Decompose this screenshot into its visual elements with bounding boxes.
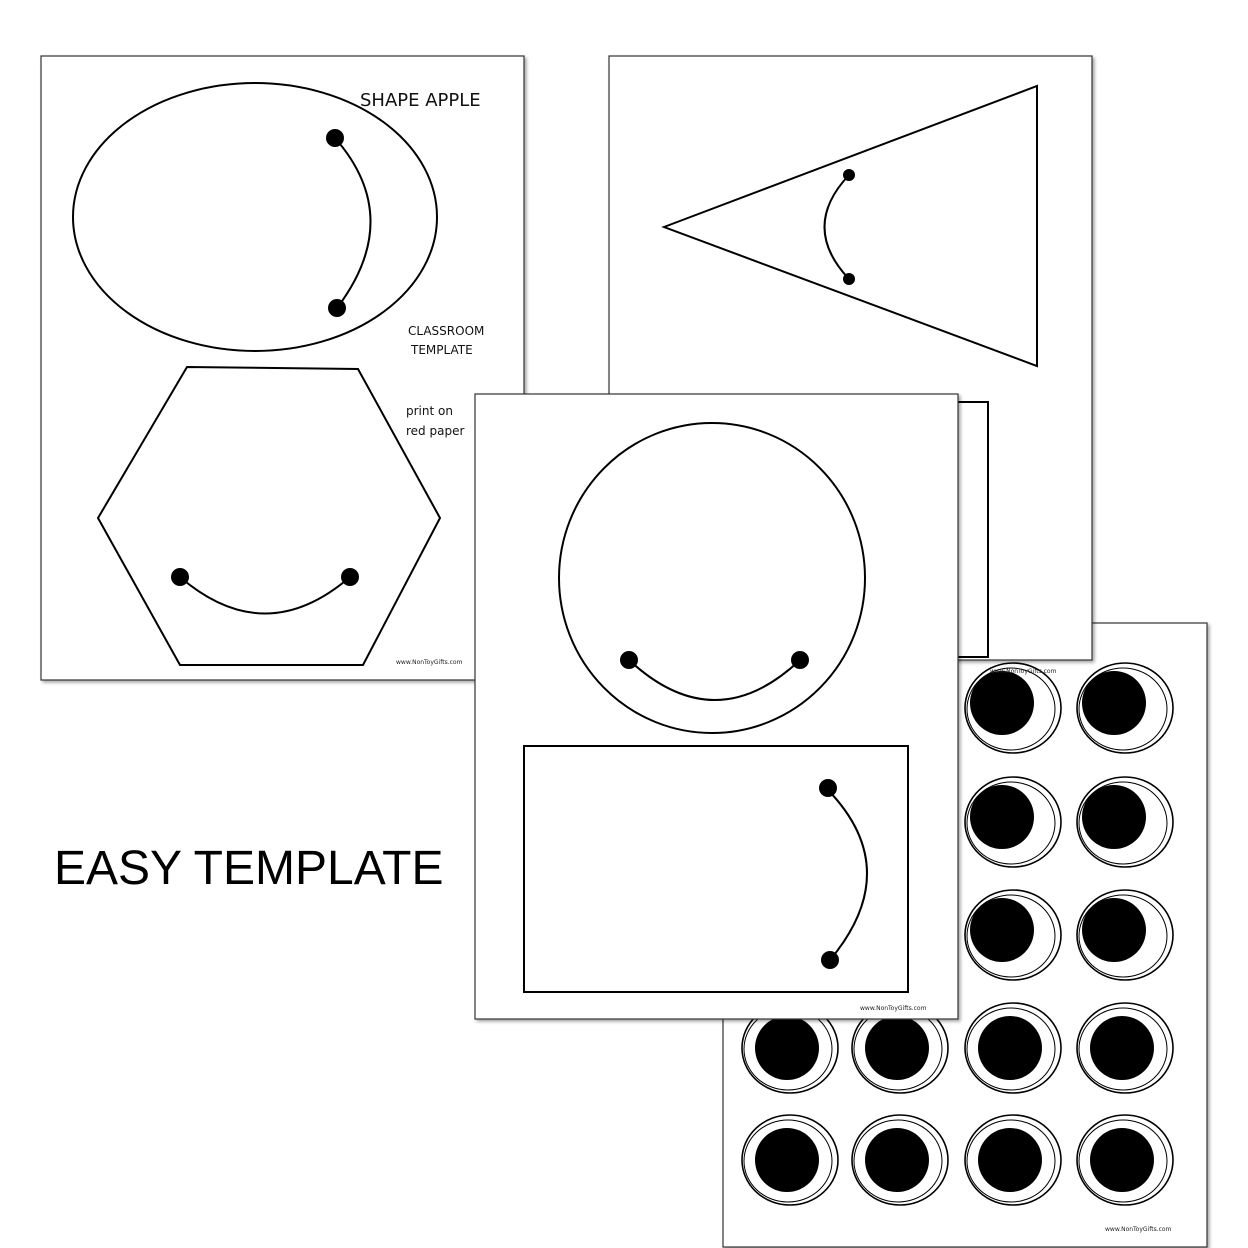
pupil <box>970 898 1034 962</box>
googly-eye <box>851 1114 949 1206</box>
dot <box>821 951 839 969</box>
googly-eye <box>964 1114 1062 1206</box>
smile-curve <box>628 659 801 701</box>
dot <box>819 779 837 797</box>
sheet-title: SHAPE APPLE <box>360 90 481 111</box>
googly-eye <box>741 1002 839 1094</box>
smile-curve <box>827 789 868 961</box>
googly-eye <box>1076 889 1174 981</box>
pupil <box>755 1016 819 1080</box>
pupil <box>865 1016 929 1080</box>
googly-eye <box>964 776 1062 868</box>
smile-curve <box>179 576 351 615</box>
label-classroom: CLASSROOM <box>408 324 484 338</box>
triangle-shape <box>661 84 1038 368</box>
dot <box>843 169 855 181</box>
dot <box>326 129 344 147</box>
sheet-oval-hexagon: SHAPE APPLE CLASSROOM TEMPLATE print on … <box>40 55 525 681</box>
smile-curve <box>334 137 372 309</box>
pupil <box>978 1128 1042 1192</box>
pupil <box>978 1016 1042 1080</box>
googly-eye <box>1076 662 1174 754</box>
note-print-on: print on <box>406 404 453 418</box>
smile-curve <box>823 174 850 280</box>
googly-eye <box>1076 776 1174 868</box>
oval-shape <box>72 82 438 352</box>
watermark: www.NonToyGifts.com <box>396 659 463 666</box>
pupil <box>1090 1128 1154 1192</box>
rectangle-shape <box>523 745 909 993</box>
googly-eye <box>1076 1114 1174 1206</box>
note-red-paper: red paper <box>406 424 464 438</box>
pupil <box>1090 1016 1154 1080</box>
watermark: www.NonToyGifts.com <box>1105 1226 1172 1233</box>
sheet-circle-rectangle: www.NonToyGifts.com <box>474 393 959 1020</box>
pupil <box>1082 898 1146 962</box>
dot <box>341 568 359 586</box>
dot <box>843 273 855 285</box>
pupil <box>1082 671 1146 735</box>
pupil <box>755 1128 819 1192</box>
dot <box>620 651 638 669</box>
pupil <box>1082 785 1146 849</box>
googly-eye <box>1076 1002 1174 1094</box>
dot <box>328 299 346 317</box>
googly-eye <box>851 1002 949 1094</box>
watermark: www.NonToyGifts.com <box>860 1005 927 1012</box>
headline: EASY TEMPLATE <box>54 842 443 895</box>
pupil <box>865 1128 929 1192</box>
dot <box>791 651 809 669</box>
dot <box>171 568 189 586</box>
circle-shape <box>558 422 866 734</box>
googly-eye <box>964 662 1062 754</box>
label-template: TEMPLATE <box>410 343 473 357</box>
googly-eye <box>964 889 1062 981</box>
googly-eye <box>964 1002 1062 1094</box>
hexagon-shape <box>96 365 442 666</box>
googly-eye <box>741 1114 839 1206</box>
watermark: www.NonToyGifts.com <box>990 668 1057 675</box>
pupil <box>970 785 1034 849</box>
pupil <box>970 671 1034 735</box>
